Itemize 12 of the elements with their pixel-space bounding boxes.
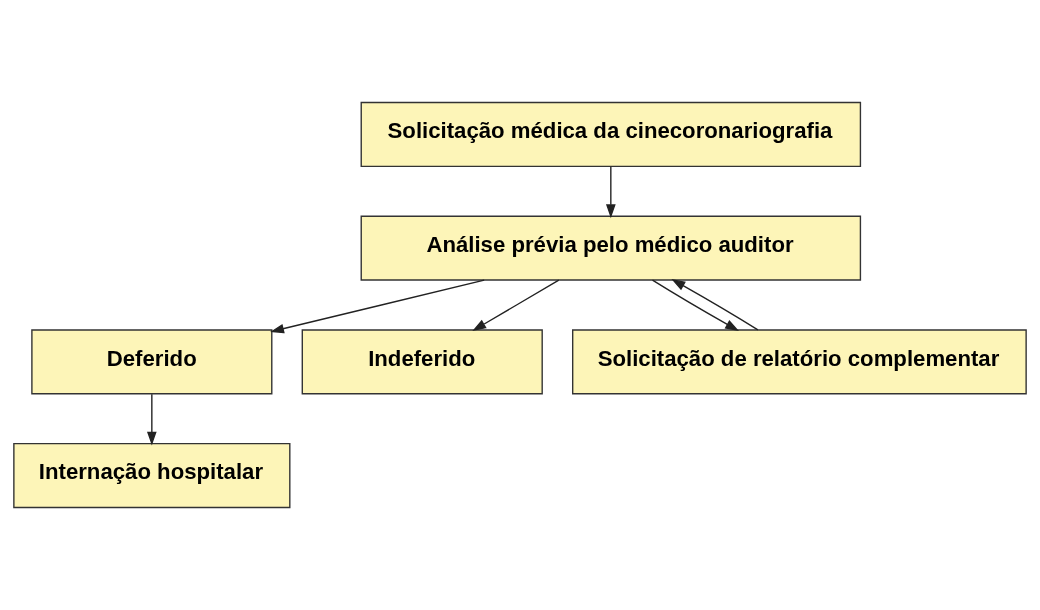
node-box: Solicitação de relatório complementar [572, 329, 1027, 395]
arrow [472, 279, 560, 332]
node-box: Análise prévia pelo médico auditor [360, 215, 862, 281]
arrow [651, 279, 740, 331]
arrow [270, 279, 485, 334]
arrow [671, 279, 759, 331]
arrow [147, 393, 157, 446]
node-box: Internação hospitalar [13, 442, 291, 509]
node-box: Solicitação médica da cinecoronariografia [360, 101, 862, 168]
node-box: Indeferido [301, 329, 543, 395]
node-box: Deferido [31, 329, 273, 395]
arrow [605, 166, 616, 219]
